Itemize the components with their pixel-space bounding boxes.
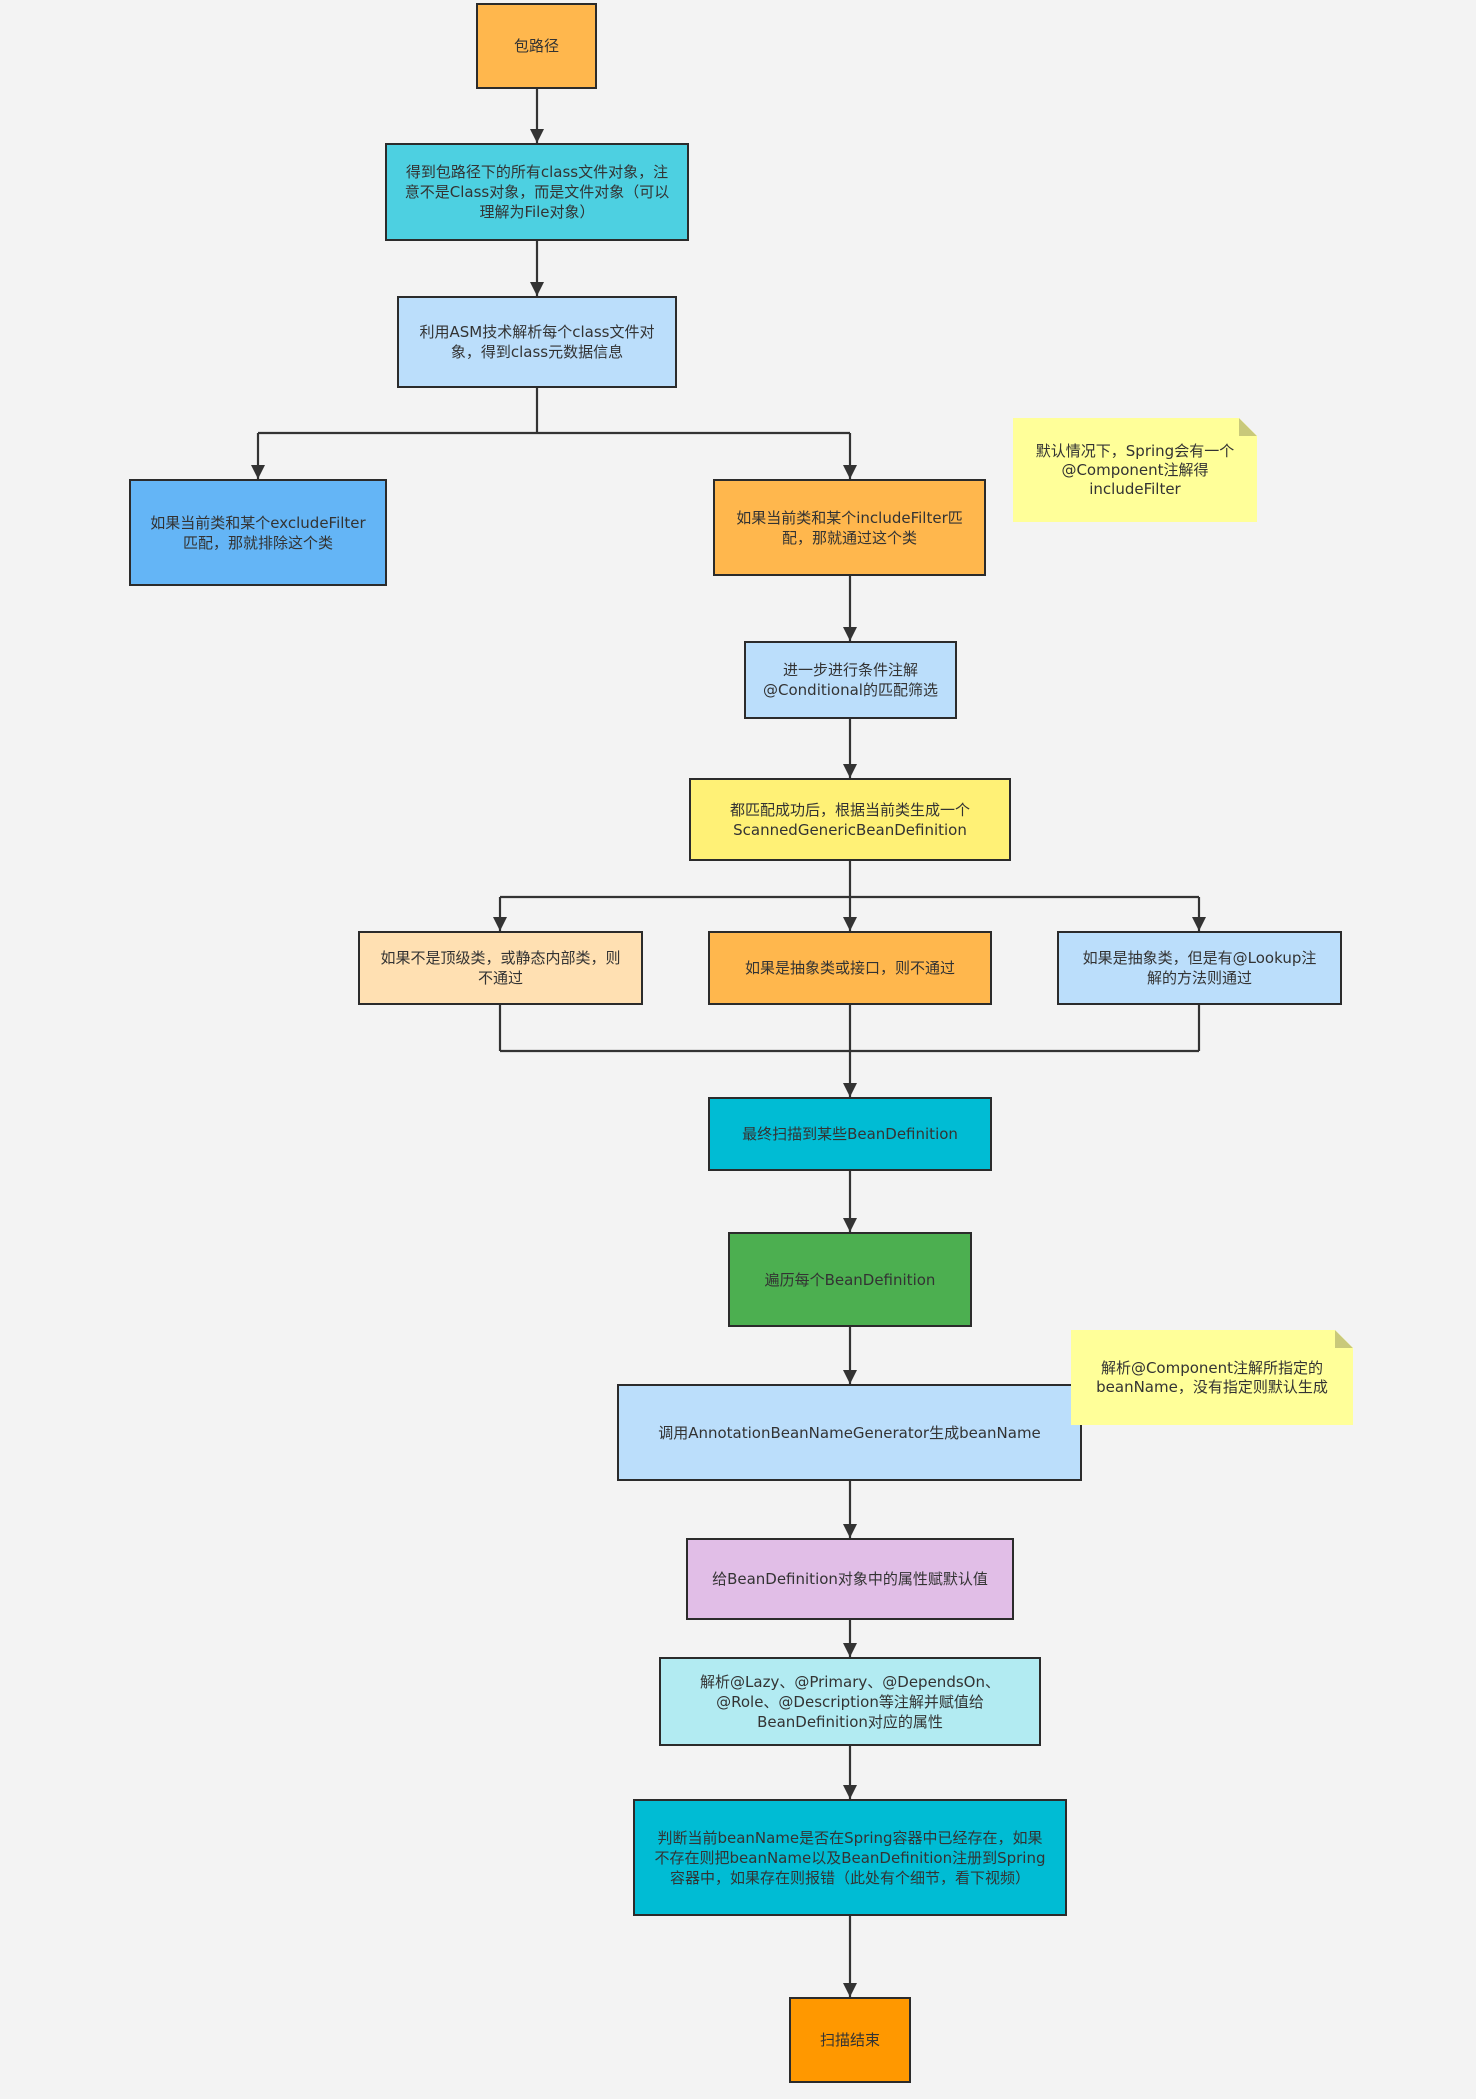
node-asm-parse-label: 利用ASM技术解析每个class文件对 象，得到class元数据信息 — [419, 323, 655, 361]
edge-classfiles-to-asm-arrowhead — [530, 282, 544, 296]
node-exclude-filter: 如果当前类和某个excludeFilter 匹配，那就排除这个类 — [129, 479, 387, 586]
node-conditional-label: 进一步进行条件注解 @Conditional的匹配筛选 — [763, 661, 938, 699]
note-fold-corner — [1335, 1330, 1353, 1348]
edge-iterate-to-namegen-arrowhead — [843, 1370, 857, 1384]
edge-include-to-conditional-arrowhead — [843, 627, 857, 641]
node-include-filter-label: 如果当前类和某个includeFilter匹 配，那就通过这个类 — [736, 508, 963, 547]
node-not-top-level: 如果不是顶级类，或静态内部类，则 不通过 — [358, 931, 643, 1005]
edge-asm-to-exclude-arrowhead — [251, 465, 265, 479]
node-generate-definition: 都匹配成功后，根据当前类生成一个 ScannedGenericBeanDefin… — [689, 778, 1011, 861]
node-parse-annotations: 解析@Lazy、@Primary、@DependsOn、 @Role、@Desc… — [659, 1657, 1041, 1746]
note-include-default-label: 默认情况下，Spring会有一个 @Component注解得 includeFi… — [1035, 441, 1235, 498]
node-abstract-or-interface-label: 如果是抽象类或接口，则不通过 — [744, 959, 955, 977]
note-component-name: 解析@Component注解所指定的 beanName，没有指定则默认生成 — [1071, 1330, 1353, 1425]
edge-annotations-to-register-arrowhead — [843, 1785, 857, 1799]
edge-package-to-classfiles-arrowhead — [530, 129, 544, 143]
node-asm-parse: 利用ASM技术解析每个class文件对 象，得到class元数据信息 — [397, 296, 677, 388]
node-parse-annotations-label: 解析@Lazy、@Primary、@DependsOn、 @Role、@Desc… — [700, 1672, 1000, 1731]
node-not-top-level-label: 如果不是顶级类，或静态内部类，则 不通过 — [380, 949, 621, 987]
edge-generate-to-not-top-level-arrowhead — [493, 917, 507, 931]
node-include-filter: 如果当前类和某个includeFilter匹 配，那就通过这个类 — [713, 479, 986, 576]
node-iterate: 遍历每个BeanDefinition — [728, 1232, 972, 1327]
node-final-scanned: 最终扫描到某些BeanDefinition — [708, 1097, 992, 1171]
note-fold-corner — [1239, 418, 1257, 436]
node-conditional: 进一步进行条件注解 @Conditional的匹配筛选 — [744, 641, 957, 719]
node-bean-name-generator-label: 调用AnnotationBeanNameGenerator生成beanName — [658, 1423, 1041, 1442]
edge-namegen-to-defaults-arrowhead — [843, 1524, 857, 1538]
node-register-label: 判断当前beanName是否在Spring容器中已经存在，如果 不存在则把bea… — [654, 1828, 1046, 1887]
node-package-path-label: 包路径 — [513, 37, 559, 55]
node-package-path: 包路径 — [476, 3, 597, 89]
edge-generate-to-lookup-arrowhead — [1192, 917, 1206, 931]
node-abstract-or-interface: 如果是抽象类或接口，则不通过 — [708, 931, 992, 1005]
node-default-values-label: 给BeanDefinition对象中的属性赋默认值 — [712, 1570, 988, 1588]
node-abstract-lookup-label: 如果是抽象类，但是有@Lookup注 解的方法则通过 — [1082, 949, 1317, 987]
node-exclude-filter-label: 如果当前类和某个excludeFilter 匹配，那就排除这个类 — [150, 513, 366, 552]
note-include-default: 默认情况下，Spring会有一个 @Component注解得 includeFi… — [1013, 418, 1257, 522]
node-generate-definition-label: 都匹配成功后，根据当前类生成一个 ScannedGenericBeanDefin… — [729, 800, 970, 839]
edge-asm-to-include-arrowhead — [843, 465, 857, 479]
edge-conditional-to-generate-arrowhead — [843, 764, 857, 778]
node-default-values: 给BeanDefinition对象中的属性赋默认值 — [686, 1538, 1014, 1620]
edge-final-to-iterate-arrowhead — [843, 1218, 857, 1232]
node-iterate-label: 遍历每个BeanDefinition — [764, 1270, 936, 1289]
node-abstract-lookup: 如果是抽象类，但是有@Lookup注 解的方法则通过 — [1057, 931, 1342, 1005]
node-scan-end: 扫描结束 — [789, 1997, 911, 2083]
note-component-name-label: 解析@Component注解所指定的 beanName，没有指定则默认生成 — [1096, 1358, 1328, 1396]
node-scan-end-label: 扫描结束 — [819, 2031, 880, 2049]
edge-register-to-end-arrowhead — [843, 1983, 857, 1997]
edge-merge-to-final-arrowhead — [843, 1083, 857, 1097]
node-get-class-files: 得到包路径下的所有class文件对象，注 意不是Class对象，而是文件对象（可… — [385, 143, 689, 241]
node-bean-name-generator: 调用AnnotationBeanNameGenerator生成beanName — [617, 1384, 1082, 1481]
node-register: 判断当前beanName是否在Spring容器中已经存在，如果 不存在则把bea… — [633, 1799, 1067, 1916]
node-final-scanned-label: 最终扫描到某些BeanDefinition — [742, 1125, 958, 1143]
node-get-class-files-label: 得到包路径下的所有class文件对象，注 意不是Class对象，而是文件对象（可… — [404, 163, 670, 221]
edge-generate-to-abstract-arrowhead — [843, 917, 857, 931]
edge-defaults-to-annotations-arrowhead — [843, 1643, 857, 1657]
